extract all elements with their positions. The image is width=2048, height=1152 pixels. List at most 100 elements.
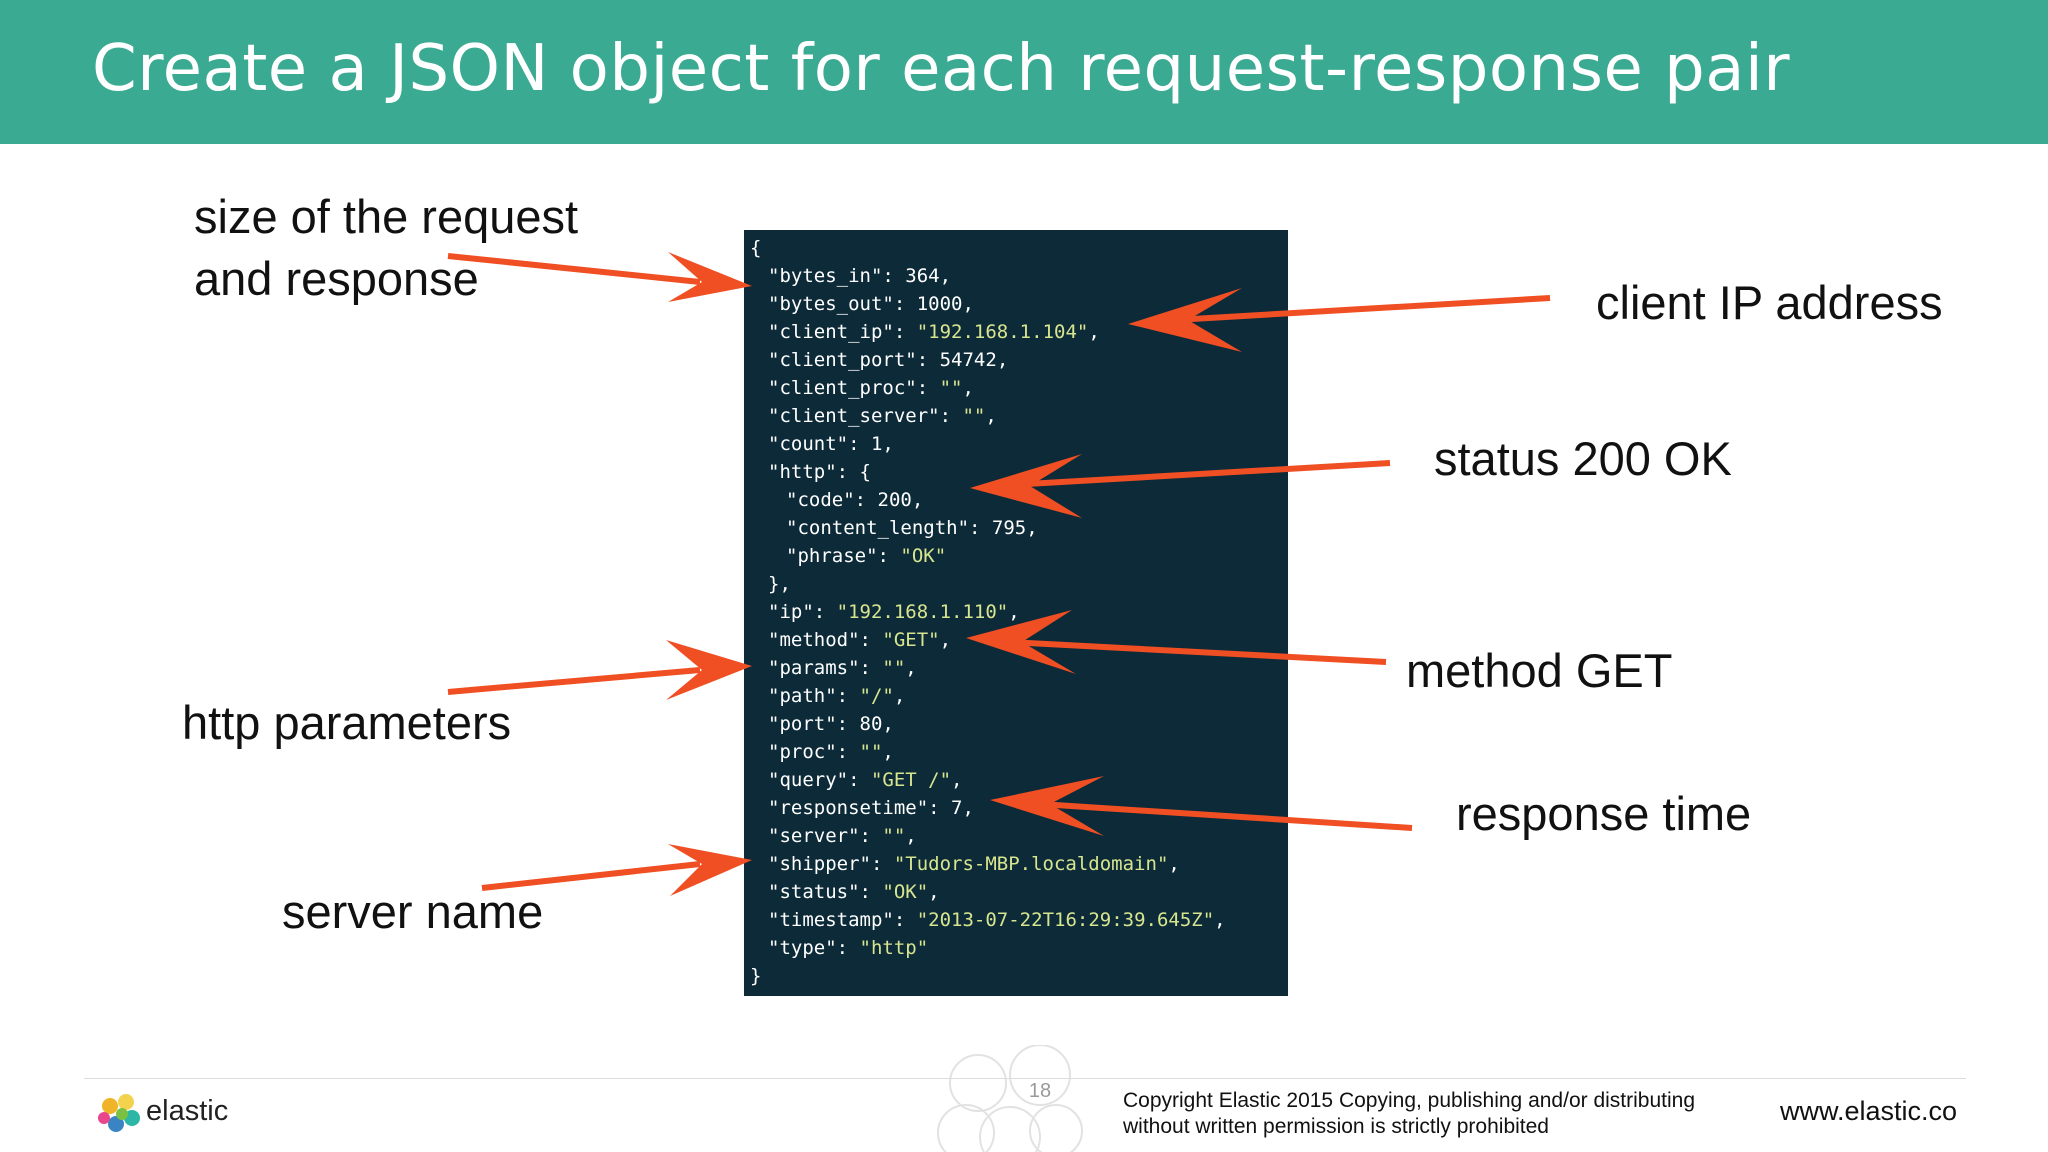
json-punctuation: ,: [939, 629, 952, 651]
json-number-value: 795: [991, 517, 1027, 539]
arrow-client-ip: [1128, 288, 1551, 352]
code-line: "responsetime": 7,: [768, 794, 974, 822]
json-punctuation: ,: [1088, 321, 1100, 343]
json-punctuation: ,: [962, 377, 974, 399]
code-line: "content_length": 795,: [786, 514, 1038, 542]
json-punctuation: :: [877, 545, 901, 567]
code-line: "count": 1,: [768, 430, 894, 458]
json-key: "proc": [768, 741, 837, 763]
json-key: "type": [768, 937, 837, 959]
code-line: "client_port": 54742,: [768, 346, 1008, 374]
json-punctuation: ,: [882, 741, 894, 763]
json-punctuation: :: [916, 349, 940, 371]
json-key: "bytes_in": [768, 265, 883, 287]
json-punctuation: :: [916, 377, 940, 399]
code-line: "client_server": "",: [768, 402, 997, 430]
json-string-value: "": [859, 741, 883, 763]
json-string-value: "Tudors-MBP.localdomain": [893, 853, 1169, 875]
json-punctuation: ,: [893, 685, 906, 707]
json-punctuation: :: [813, 601, 837, 623]
json-number-value: 1000: [916, 293, 963, 315]
json-key: "http": [768, 461, 837, 483]
code-line: },: [768, 570, 791, 598]
json-punctuation: : {: [836, 461, 871, 483]
json-key: "params": [768, 657, 860, 679]
json-number-value: 54742: [939, 349, 997, 371]
json-string-value: "": [882, 657, 906, 679]
elastic-logo-icon: [98, 1094, 140, 1132]
footer-url[interactable]: www.elastic.co: [1780, 1096, 1958, 1126]
json-string-value: "": [882, 825, 906, 847]
json-key: "query": [768, 769, 849, 791]
json-punctuation: :: [848, 433, 871, 455]
json-key: "content_length": [786, 517, 970, 539]
json-key: "client_port": [768, 349, 917, 371]
json-punctuation: ,: [985, 405, 997, 427]
page-number-cloud-icon: [937, 1045, 1083, 1152]
code-line: "server": "",: [768, 822, 917, 850]
json-key: "client_ip": [768, 321, 894, 343]
annotation-http-parameters: http parameters: [182, 696, 512, 749]
json-punctuation: ,: [1008, 601, 1020, 623]
json-punctuation: :: [893, 321, 917, 343]
code-line: "timestamp": "2013-07-22T16:29:39.645Z",: [768, 906, 1226, 934]
json-punctuation: ,: [905, 825, 917, 847]
json-string-value: "http": [859, 937, 929, 959]
json-punctuation: ,: [1026, 517, 1038, 539]
json-punctuation: :: [882, 265, 906, 287]
json-string-value: "GET": [882, 629, 940, 651]
json-punctuation: :: [893, 909, 917, 931]
json-string-value: "GET /": [870, 769, 952, 791]
json-key: "timestamp": [768, 909, 894, 931]
json-key: "ip": [768, 601, 814, 623]
json-key: "phrase": [786, 545, 878, 567]
code-line: "query": "GET /",: [768, 766, 963, 794]
json-key: "code": [786, 489, 855, 511]
code-line: "proc": "",: [768, 738, 894, 766]
json-string-value: "192.168.1.110": [836, 601, 1009, 623]
json-key: "bytes_out": [768, 293, 894, 315]
json-punctuation: ,: [882, 433, 894, 455]
json-punctuation: :: [854, 489, 878, 511]
json-string-value: "2013-07-22T16:29:39.645Z": [916, 909, 1215, 931]
slide-title: Create a JSON object for each request-re…: [92, 32, 1791, 106]
code-line: "ip": "192.168.1.110",: [768, 598, 1020, 626]
code-line: "bytes_out": 1000,: [768, 290, 974, 318]
json-key: "status": [768, 881, 860, 903]
json-string-value: "OK": [900, 545, 947, 567]
code-line: "method": "GET",: [768, 626, 951, 654]
annotation-server-name: server name: [282, 885, 544, 938]
json-punctuation: :: [848, 769, 871, 791]
arrow-size: [447, 252, 752, 302]
json-punctuation: :: [859, 657, 883, 679]
json-code-panel: {"bytes_in": 364,"bytes_out": 1000,"clie…: [744, 230, 1288, 996]
annotation-size-line1: size of the request: [194, 190, 579, 243]
footer-divider: [84, 1078, 1966, 1079]
copyright-line-2: without written permission is strictly p…: [1123, 1115, 1549, 1138]
json-punctuation: ,: [911, 489, 924, 511]
copyright-notice: Copyright Elastic 2015 Copying, publishi…: [1123, 1088, 1695, 1140]
json-punctuation: :: [836, 937, 860, 959]
json-punctuation: ,: [905, 657, 917, 679]
json-punctuation: },: [768, 573, 791, 595]
code-line: "status": "OK",: [768, 878, 940, 906]
json-key: "shipper": [768, 853, 871, 875]
json-punctuation: :: [859, 881, 883, 903]
json-key: "count": [768, 433, 849, 455]
code-line: }: [750, 962, 761, 990]
annotation-method: method GET: [1406, 644, 1673, 697]
code-line: "type": "http": [768, 934, 928, 962]
copyright-line-1: Copyright Elastic 2015 Copying, publishi…: [1123, 1089, 1696, 1112]
json-punctuation: :: [836, 713, 860, 735]
code-line: "phrase": "OK": [786, 542, 946, 570]
json-punctuation: ,: [962, 797, 974, 819]
brand-name: elastic: [146, 1095, 229, 1127]
json-punctuation: :: [859, 629, 883, 651]
code-line: {: [750, 234, 761, 262]
json-punctuation: :: [893, 293, 917, 315]
code-line: "code": 200,: [786, 486, 923, 514]
json-punctuation: :: [859, 825, 883, 847]
json-key: "client_proc": [768, 377, 917, 399]
json-punctuation: ,: [928, 881, 940, 903]
